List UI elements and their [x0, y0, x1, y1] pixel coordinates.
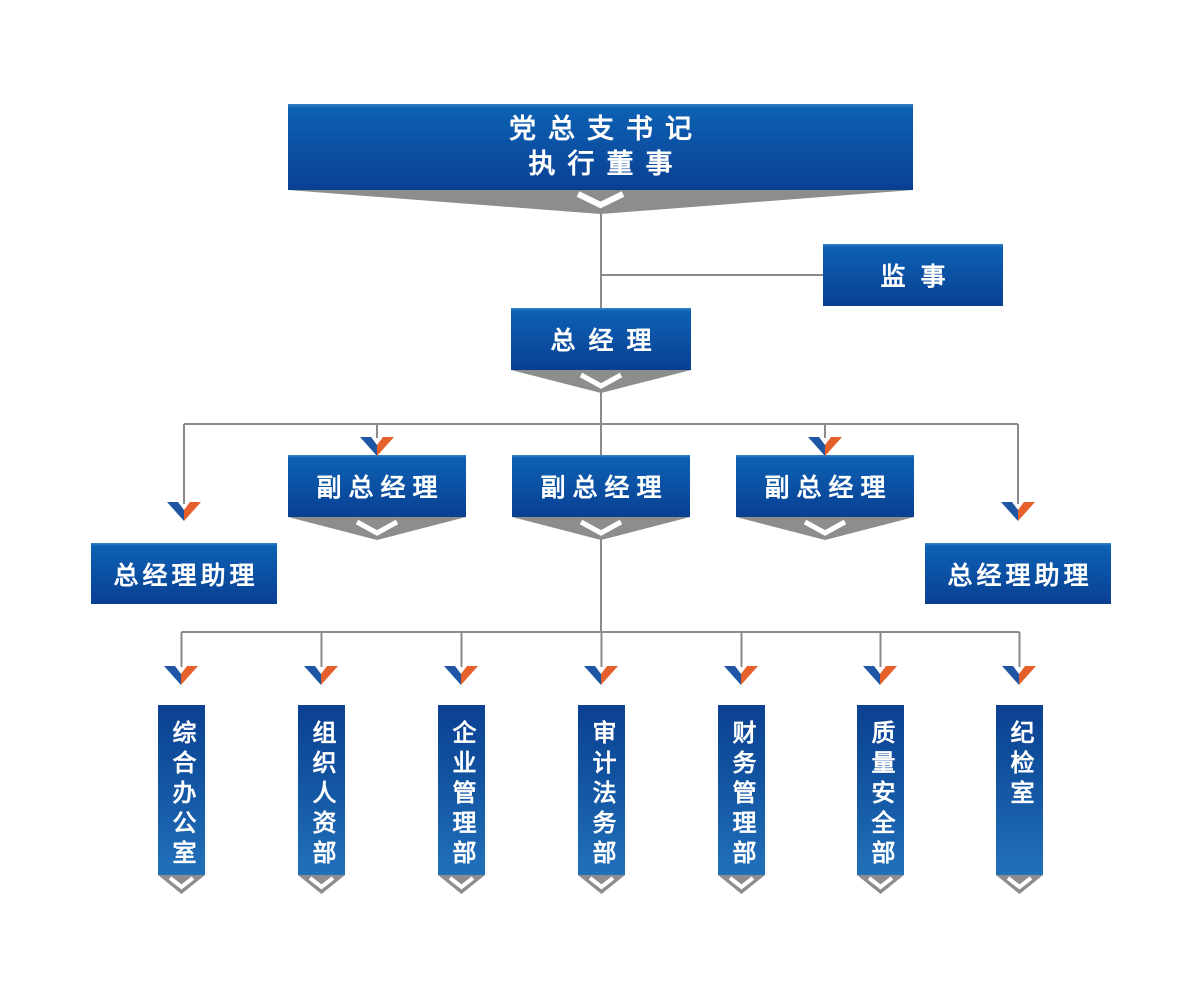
node-label: 副总经理	[764, 473, 893, 502]
node-dept-general-office: 综合办公室	[158, 705, 205, 875]
node-gm-assistant-left: 总经理助理	[91, 543, 277, 604]
branch-arrow-icon	[360, 437, 394, 456]
node-label: 副总经理	[316, 473, 445, 502]
node-label: 监事	[880, 262, 961, 291]
node-label-line: 党总支书记	[509, 114, 704, 145]
node-label: 质量安全部	[867, 720, 895, 870]
branch-arrow-icon	[304, 666, 338, 685]
node-dept-audit-legal: 审计法务部	[578, 705, 625, 875]
banner-point-decoration	[512, 517, 690, 540]
node-supervisor: 监事	[823, 244, 1003, 306]
branch-arrow-icon	[1002, 666, 1036, 685]
banner-point-decoration	[996, 875, 1043, 894]
node-label: 综合办公室	[168, 720, 196, 870]
banner-point-decoration	[578, 875, 625, 894]
node-dept-finance: 财务管理部	[718, 705, 765, 875]
node-label: 纪检室	[1006, 720, 1034, 810]
banner-point-decoration	[718, 875, 765, 894]
branch-arrow-icon	[584, 666, 618, 685]
branch-arrow-icon	[863, 666, 897, 685]
node-deputy-gm-2: 副总经理	[512, 455, 690, 517]
branch-arrow-icon	[808, 437, 842, 456]
node-label: 副总经理	[540, 473, 669, 502]
banner-point-decoration	[438, 875, 485, 894]
node-dept-quality-safety: 质量安全部	[857, 705, 904, 875]
banner-point-decoration	[288, 190, 913, 214]
node-deputy-gm-3: 副总经理	[736, 455, 914, 517]
node-label: 总经理助理	[947, 560, 1093, 590]
banner-point-decoration	[511, 370, 691, 393]
node-deputy-gm-1: 副总经理	[288, 455, 466, 517]
node-general-manager: 总经理	[511, 308, 691, 370]
node-label: 财务管理部	[728, 720, 756, 870]
node-party-secretary: 党总支书记 执行董事	[288, 104, 913, 190]
node-label: 企业管理部	[448, 720, 476, 870]
banner-point-decoration	[857, 875, 904, 894]
node-dept-discipline: 纪检室	[996, 705, 1043, 875]
node-label: 组织人资部	[308, 720, 336, 870]
node-dept-hr: 组织人资部	[298, 705, 345, 875]
banner-point-decoration	[158, 875, 205, 894]
node-label-line: 执行董事	[528, 149, 685, 180]
branch-arrow-icon	[444, 666, 478, 685]
node-gm-assistant-right: 总经理助理	[925, 543, 1111, 604]
node-label: 审计法务部	[588, 720, 616, 870]
node-label: 总经理	[550, 326, 665, 355]
banner-point-decoration	[288, 517, 466, 540]
branch-arrow-icon	[164, 666, 198, 685]
branch-arrow-icon	[167, 502, 201, 521]
banner-point-decoration	[736, 517, 914, 540]
branch-arrow-icon	[1001, 502, 1035, 521]
banner-point-decoration	[298, 875, 345, 894]
node-dept-enterprise-mgmt: 企业管理部	[438, 705, 485, 875]
node-label: 总经理助理	[113, 560, 259, 590]
branch-arrow-icon	[724, 666, 758, 685]
